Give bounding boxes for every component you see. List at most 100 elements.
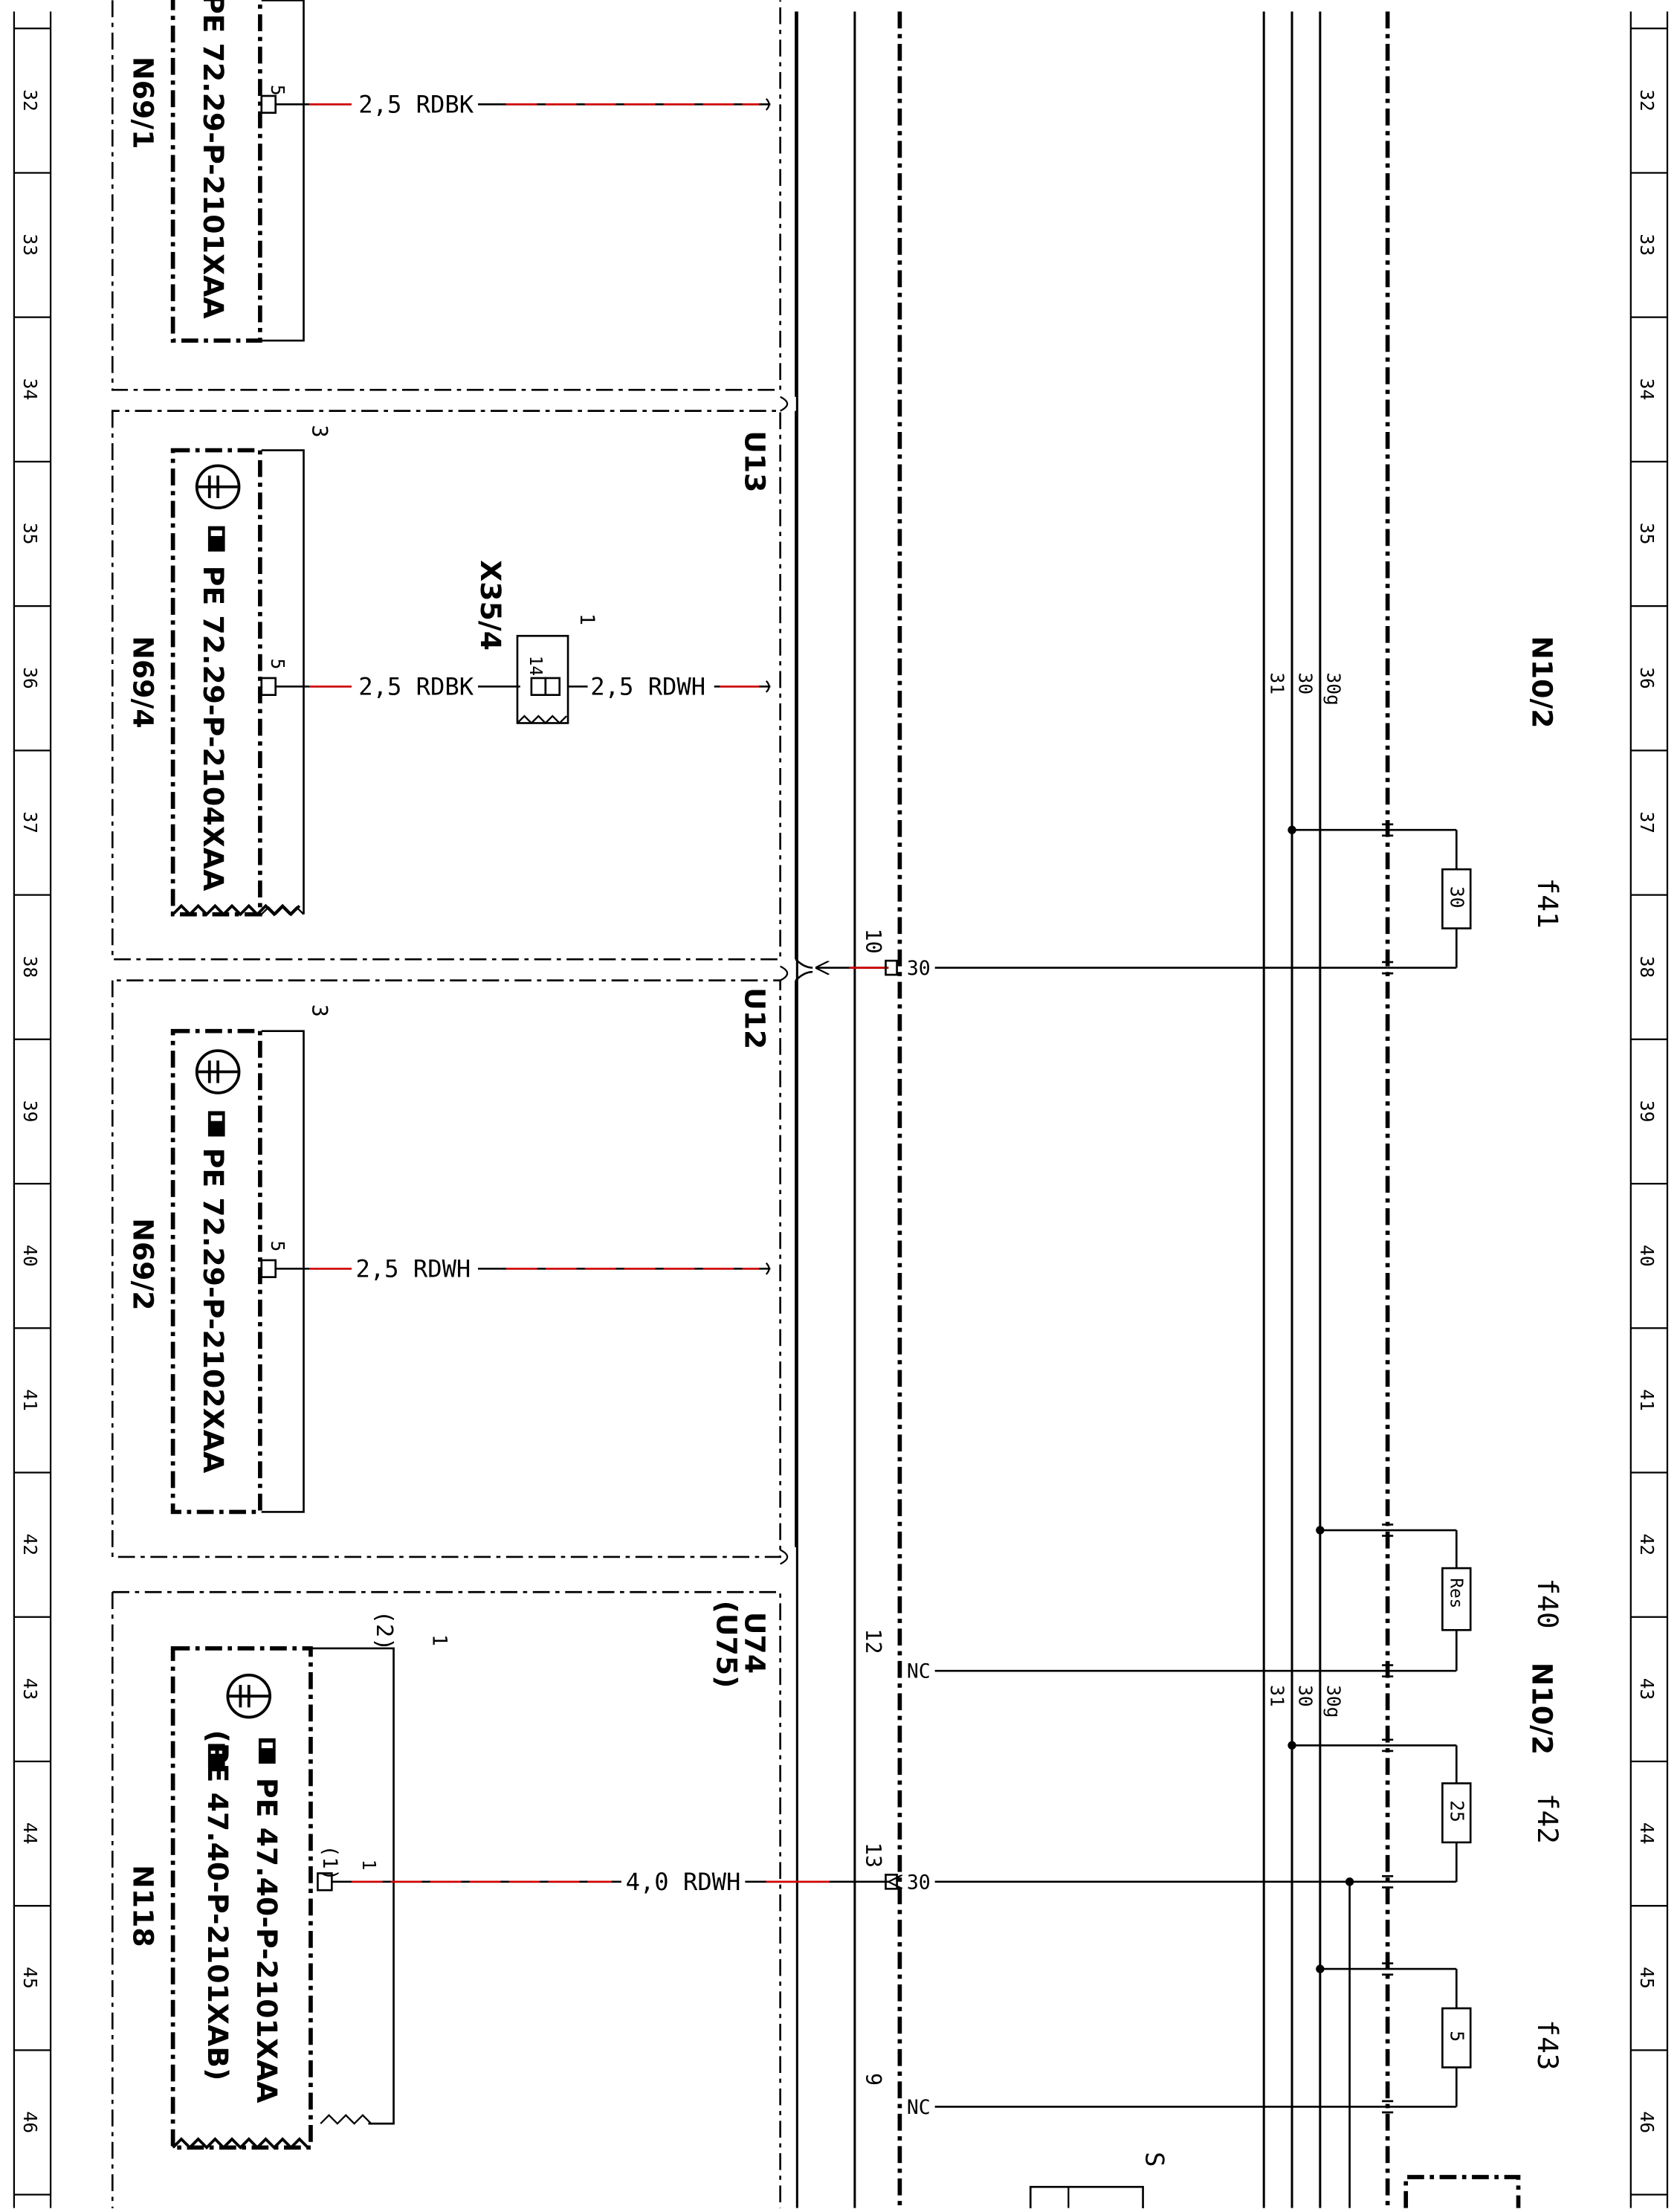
group-label-u75: (U75): [711, 1601, 743, 1689]
row-label-right: 40: [1636, 1245, 1658, 1267]
group-u12: U12: [111, 11, 797, 1565]
fuse-f40: Res f40: [1316, 1526, 1564, 1672]
component-n69-1: N69/1 PE 72.29-P-2101XAA 5: [111, 0, 781, 391]
connector-pin-top-x35-4: 1: [575, 613, 598, 625]
group-u74: U74 (U75): [111, 1590, 781, 2212]
component-n69-4: PE 72.29-P-2104XAA N69/4 3 5: [127, 425, 332, 917]
fuse-rating: 25: [1447, 1800, 1468, 1822]
wire-label-n69-1: 2,5 RDBK: [358, 91, 474, 119]
terminal-label: NC: [907, 2096, 931, 2119]
feed-line-pin-10: [795, 958, 889, 981]
connector-id-x35-4: X35/4: [474, 560, 507, 651]
fuse-id: f43: [1531, 2019, 1564, 2070]
bus-label-31-lower: 31: [1267, 1685, 1288, 1707]
pin-n118: 1: [358, 1860, 380, 1871]
row-label-left: 36: [19, 667, 41, 689]
wire-n69-4: 2,5 RDBK 2,5 RDWH: [275, 673, 771, 701]
row-label-right: 34: [1636, 378, 1658, 401]
row-label-left: 38: [19, 956, 41, 978]
row-ruler-ticks: [13, 28, 1667, 2196]
component-id-n69-1: N69/1: [127, 57, 160, 149]
row-label-left: 41: [19, 1389, 41, 1411]
row-label-right: 41: [1636, 1389, 1658, 1411]
row-label-left: 37: [19, 811, 41, 833]
fuse-id: f41: [1531, 878, 1564, 929]
pointing-hand-icon: [207, 526, 225, 552]
pin-top-n69-4: 3: [307, 425, 332, 438]
fuse-id: f42: [1531, 1793, 1564, 1844]
row-label-left: 33: [19, 233, 41, 256]
row-label-right: 44: [1636, 1822, 1658, 1845]
terminal-pin-number: 9: [861, 2073, 885, 2086]
pin-top-alt-n118: (2): [371, 1610, 397, 1651]
bus-label-30g-lower: 30g: [1322, 1685, 1344, 1718]
pin-n69-4: 5: [267, 658, 288, 669]
row-label-right: 43: [1636, 1678, 1658, 1700]
wire-n118: 4,0 RDWH: [332, 1868, 888, 1896]
row-ruler-right: [1629, 11, 1669, 2208]
row-label-right: 38: [1636, 956, 1658, 978]
transistor-icon: [226, 1673, 272, 1719]
wire-label-n69-4-right: 2,5 RDWH: [590, 673, 705, 701]
pointing-hand-icon: [207, 1111, 225, 1137]
terminal-pin-10: 10 30: [861, 929, 1388, 980]
row-label-left: 45: [19, 1967, 41, 1989]
group-u13: U13: [111, 410, 781, 961]
terminal-label: NC: [907, 1660, 931, 1683]
row-label-right: 33: [1636, 233, 1658, 256]
row-label-left: 39: [19, 1100, 41, 1123]
row-label-left: 32: [19, 89, 41, 112]
group-label-u12: U12: [738, 987, 771, 1049]
fuse-rating: 5: [1447, 2031, 1468, 2042]
pointing-hand-icon: [258, 1738, 276, 1764]
pin-top-n69-2: 3: [307, 1005, 332, 1017]
row-label-right: 37: [1636, 811, 1658, 833]
row-label-left: 43: [19, 1678, 41, 1700]
pin-n69-2: 5: [267, 1240, 288, 1251]
pin-top-n118: 1: [427, 1634, 450, 1646]
component-id-n69-4: N69/4: [127, 636, 160, 728]
row-label-right: 46: [1636, 2111, 1658, 2133]
row-label-right: 45: [1636, 1967, 1658, 1989]
fuse-f41: 30 f41: [1288, 825, 1564, 969]
component-id-n69-2: N69/2: [127, 1218, 160, 1310]
group-label-u13: U13: [738, 431, 771, 492]
module-id-n10-2: N10/2: [1525, 636, 1558, 728]
transistor-icon: [195, 1049, 241, 1094]
component-ref-n69-2: PE 72.29-P-2102XAA: [197, 1148, 230, 1474]
module-id-n10-2-lower: N10/2: [1525, 1663, 1558, 1755]
connector-pin-x35-4: 14: [526, 656, 545, 676]
bus-label-30-lower: 30: [1294, 1685, 1316, 1707]
component-ref-n69-4: PE 72.29-P-2104XAA: [197, 566, 230, 891]
connector-x35-4: X35/4 14 1: [474, 560, 598, 725]
terminal-pin-12: 12 NC: [861, 1628, 1388, 1683]
component-ref-n69-1: PE 72.29-P-2101XAA: [197, 0, 230, 319]
wire-n69-1: 2,5 RDBK: [275, 91, 771, 119]
bus-label-30g: 30g: [1322, 672, 1344, 705]
terminal-pin-13: 13 30: [861, 1842, 1388, 1894]
fuse-f43: 5 f43: [1316, 1964, 1564, 2108]
wire-label-n118: 4,0 RDWH: [626, 1868, 741, 1896]
row-label-right: 39: [1636, 1100, 1658, 1123]
row-label-left: 42: [19, 1533, 41, 1555]
fuse-rating: 30: [1447, 886, 1468, 909]
component-ref-alt-n118: (PE 47.40-P-2101XAB): [201, 1730, 234, 2081]
row-label-right: 42: [1636, 1533, 1658, 1555]
pin-n69-1: 5: [267, 85, 288, 96]
module-n10-2: N10/2 N10/2 31 30 30g 31 30 30g: [1267, 636, 1559, 1755]
component-id-n118: N118: [127, 1865, 160, 1947]
terminal-label: 30: [907, 1871, 931, 1894]
fuse-id: f40: [1531, 1578, 1564, 1628]
bus-label-30: 30: [1294, 672, 1316, 694]
terminal-pin-number: 12: [861, 1628, 885, 1654]
group-label-u74: U74: [738, 1612, 771, 1674]
wire-label-n69-2: 2,5 RDWH: [355, 1255, 471, 1283]
row-label-left: 34: [19, 378, 41, 401]
row-label-left: 46: [19, 2111, 41, 2133]
row-ruler-left: [13, 11, 52, 2208]
bus-label-31: 31: [1267, 672, 1288, 694]
group-label-s: S: [1139, 2152, 1169, 2167]
separator-lines: [795, 11, 1390, 2208]
